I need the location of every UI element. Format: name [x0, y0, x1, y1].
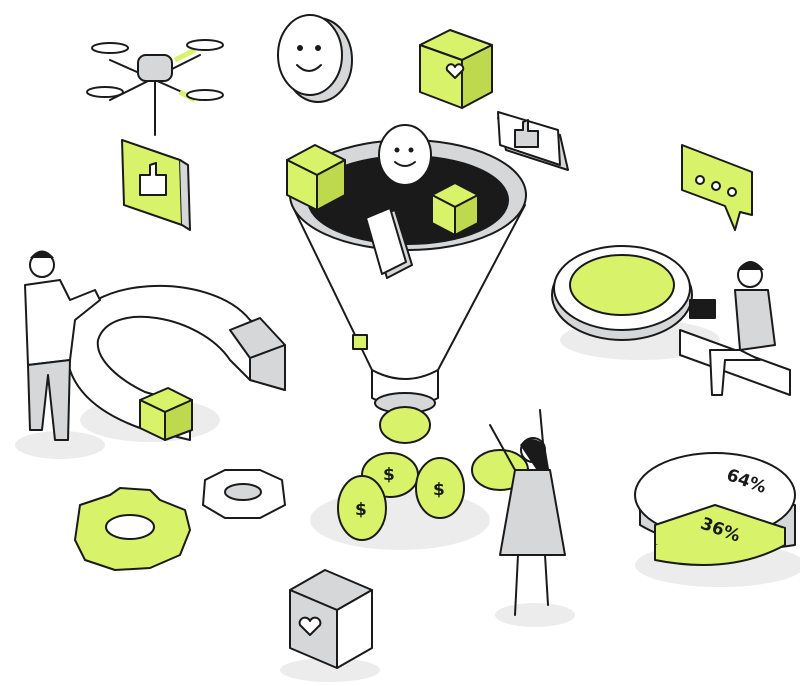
person-seated [689, 261, 776, 396]
dollar-coin-icon: $ $ $ [337, 406, 529, 541]
magnet-icon [65, 284, 286, 441]
smiley-coin-icon [277, 14, 353, 103]
svg-text:$: $ [355, 500, 367, 520]
thumbs-up-card [497, 111, 569, 171]
funnel-contents [286, 124, 479, 279]
chat-bubble-icon [681, 144, 753, 231]
gear-icon [74, 469, 286, 571]
heart-cube-bottom [289, 569, 373, 669]
pie-chart: 64% 36% [634, 452, 796, 566]
heart-cube-icon [419, 29, 493, 109]
svg-text:$: $ [433, 480, 445, 500]
drone-icon [86, 39, 224, 136]
magnifier-icon [551, 245, 791, 396]
person-cheering [489, 409, 566, 616]
svg-text:$: $ [383, 465, 395, 485]
thumbs-up-sign [121, 139, 191, 231]
person-left [24, 250, 101, 441]
